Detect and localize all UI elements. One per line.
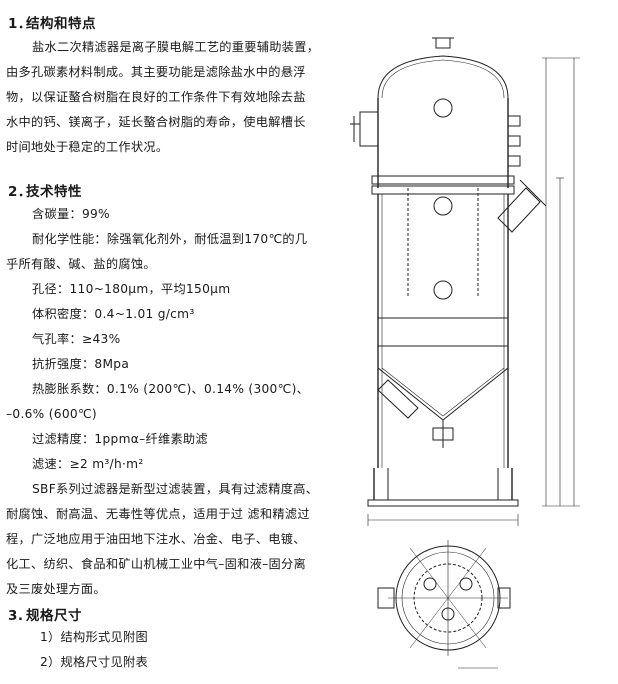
filter-vessel-icon — [350, 37, 580, 669]
s2-line-1: 含碳量：99% — [32, 207, 110, 221]
s2-line-12: SBF系列过滤器是新型过滤装置，具有过滤精度高、 — [32, 482, 319, 496]
s2-line-7: 抗折强度：8Mpa — [32, 357, 130, 371]
section-3-heading: 3.规格尺寸 — [8, 604, 82, 624]
s2-line-6: 气孔率：≥43% — [32, 332, 121, 346]
s2-line-3: 乎所有酸、碱、盐的腐蚀。 — [6, 257, 156, 271]
s3-line-2: 2）规格尺寸见附表 — [40, 655, 148, 669]
section-3-title: 规格尺寸 — [26, 608, 82, 624]
s3-line-1: 1）结构形式见附图 — [40, 630, 148, 644]
s2-line-10: 过滤精度：1ppmα–纤维素助滤 — [32, 432, 208, 446]
section-1-number: 1． — [8, 16, 32, 32]
s1-line-1: 盐水二次精滤器是离子膜电解工艺的重要辅助装置， — [32, 40, 320, 54]
s2-line-16: 及三废处理方面。 — [6, 582, 106, 596]
s2-line-2: 耐化学性能：除强氧化剂外，耐低温到170℃的几 — [32, 232, 308, 246]
section-1-title: 结构和特点 — [26, 16, 96, 32]
section-1-heading: 1．结构和特点 — [8, 12, 96, 32]
s1-line-2: 由多孔碳素材料制成。其主要功能是滤除盐水中的悬浮 — [6, 65, 306, 79]
filter-vessel-drawing — [348, 28, 614, 678]
s2-line-5: 体积密度：0.4~1.01 g/cm³ — [32, 307, 195, 321]
s2-line-15: 化工、纺织、食品和矿山机械工业中气–固和液–固分离 — [6, 557, 306, 571]
section-2-number: 2． — [8, 184, 32, 200]
s2-line-8: 热膨胀系数：0.1% (200℃)、0.14% (300℃)、 — [32, 382, 310, 396]
s1-line-3: 物，以保证螯合树脂在良好的工作条件下有效地除去盐 — [6, 90, 306, 104]
s2-line-11: 滤速：≥2 m³/h·m² — [32, 457, 144, 471]
s2-line-13: 耐腐蚀、耐高温、无毒性等优点，适用于过 滤和精滤过 — [6, 507, 310, 521]
section-3-number: 3. — [8, 608, 24, 624]
s2-line-14: 程，广泛地应用于油田地下注水、冶金、电子、电镀、 — [6, 532, 306, 546]
section-2-heading: 2．技术特性 — [8, 180, 82, 200]
s1-line-5: 时间地处于稳定的工作状况。 — [6, 140, 169, 154]
s2-line-9: –0.6% (600℃) — [6, 407, 97, 421]
s1-line-4: 水中的钙、镁离子，延长螯合树脂的寿命，使电解槽长 — [6, 115, 306, 129]
section-2-title: 技术特性 — [26, 184, 82, 200]
s2-line-4: 孔径：110~180μm，平均150μm — [32, 282, 231, 296]
